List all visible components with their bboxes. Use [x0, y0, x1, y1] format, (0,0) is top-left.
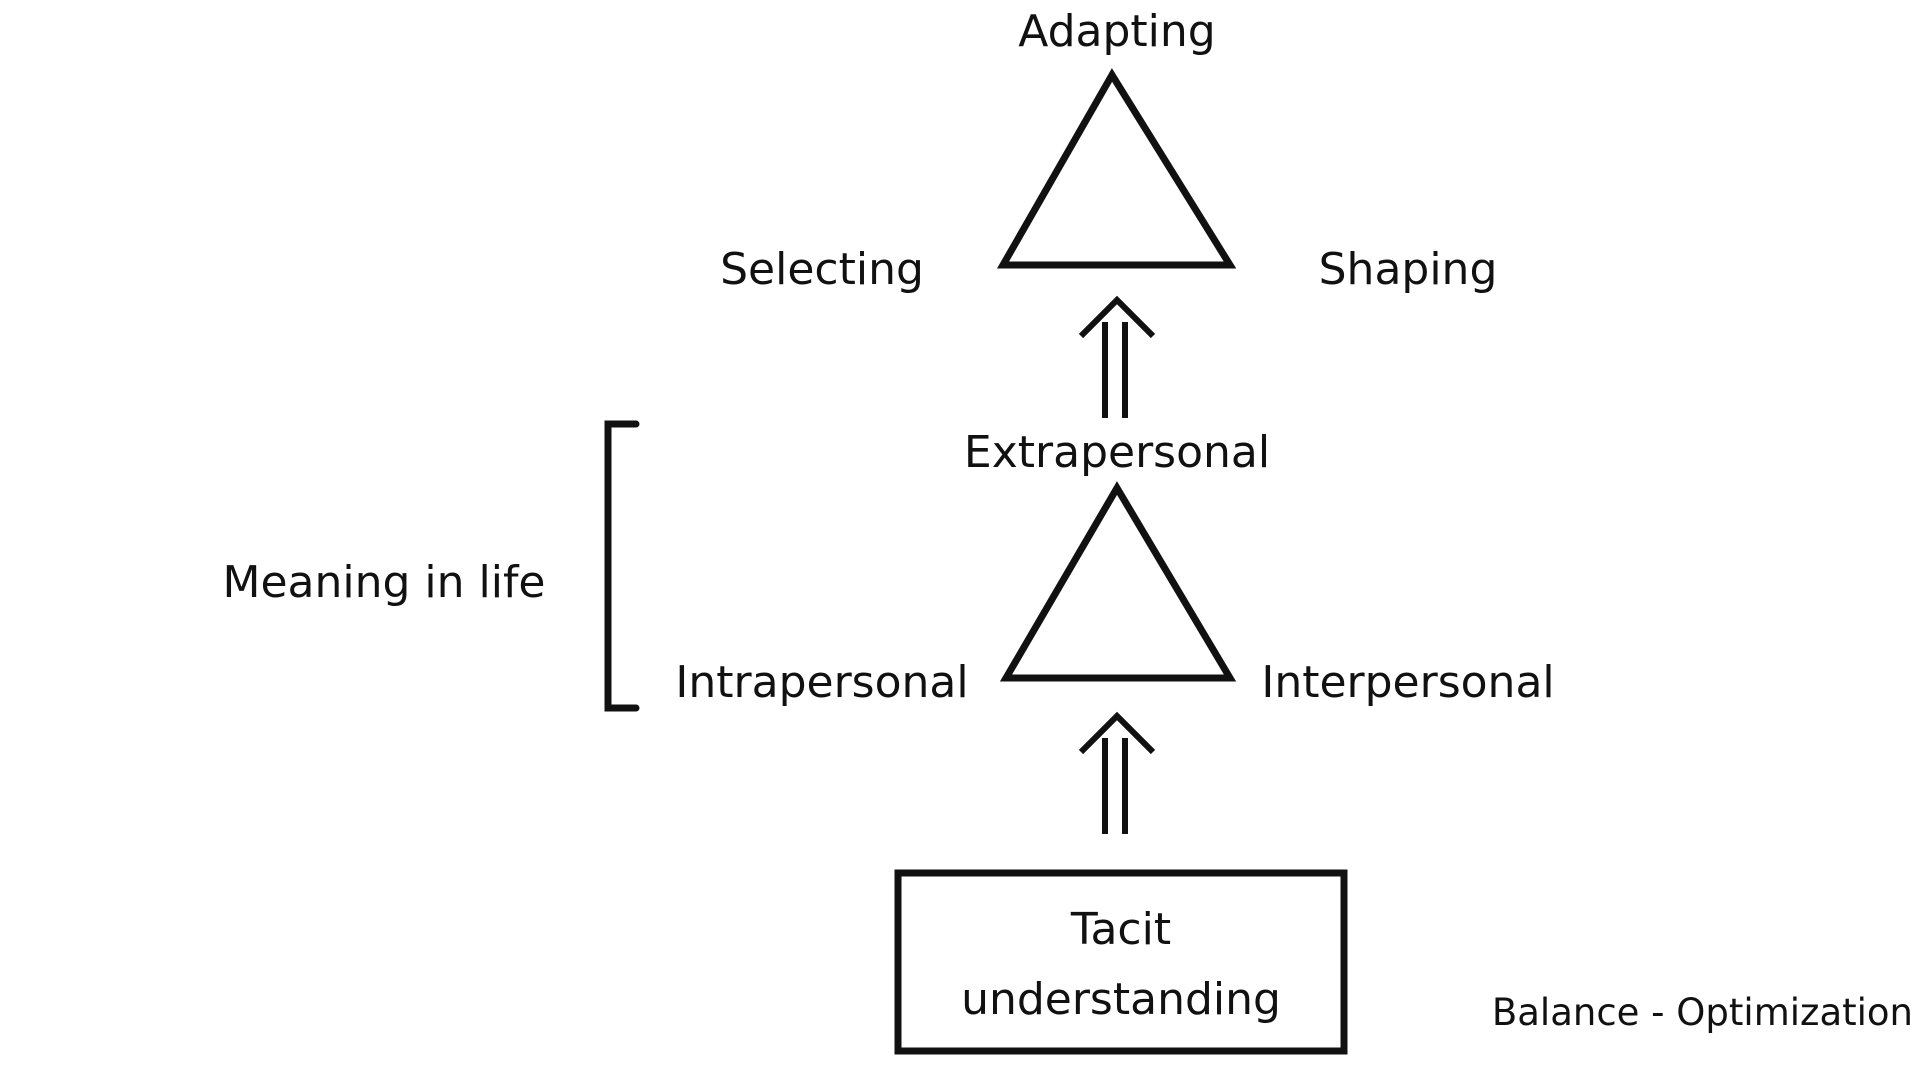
box-line-2: understanding — [961, 974, 1281, 1025]
middle-triangle-right-label: Interpersonal — [1261, 657, 1554, 708]
upper-double-arrow — [1078, 295, 1156, 418]
top-triangle-apex-label: Adapting — [1018, 6, 1215, 57]
top-triangle-right-label: Shaping — [1319, 244, 1498, 295]
footer-note: Balance - Optimization — [1492, 991, 1913, 1034]
lower-double-arrow — [1078, 711, 1156, 834]
middle-triangle — [999, 481, 1237, 682]
top-triangle — [996, 68, 1237, 269]
tacit-understanding-box — [894, 869, 1348, 1055]
meaning-bracket — [604, 420, 640, 712]
middle-triangle-left-label: Intrapersonal — [675, 657, 968, 708]
top-triangle-left-label: Selecting — [720, 244, 924, 295]
middle-triangle-apex-label: Extrapersonal — [964, 427, 1270, 478]
bracket-label: Meaning in life — [222, 557, 545, 608]
box-line-1: Tacit — [1070, 904, 1171, 955]
